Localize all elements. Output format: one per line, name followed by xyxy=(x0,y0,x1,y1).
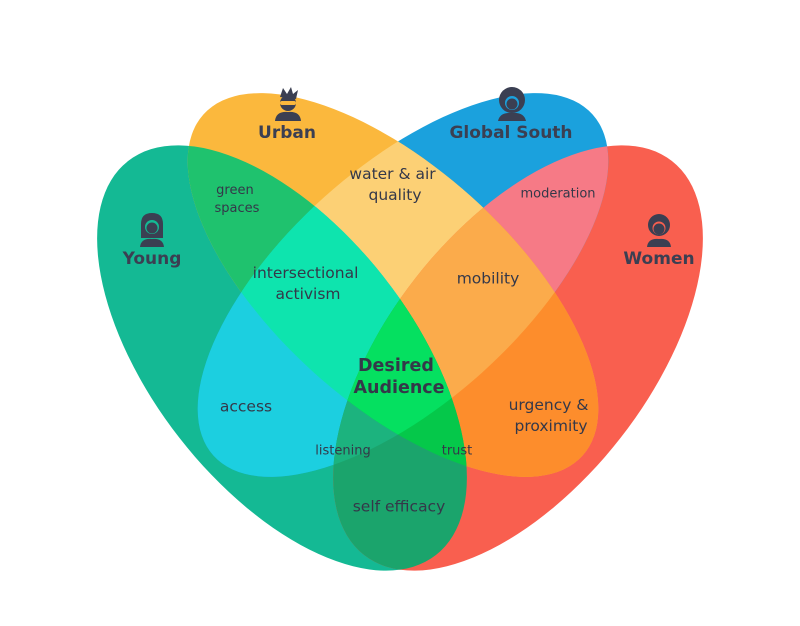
set-title-young: Young xyxy=(122,249,182,269)
region-label-green-spaces: green spaces xyxy=(215,183,260,216)
region-label-intersectional-activism: intersectional activism xyxy=(253,264,364,303)
region-label-desired-audience: Desired Audience xyxy=(353,356,444,398)
set-title-women: Women xyxy=(623,249,694,269)
young-woman-icon xyxy=(140,213,164,247)
curly-hair-person-icon xyxy=(498,87,526,121)
region-label-listening: listening xyxy=(315,444,370,459)
region-label-moderation: moderation xyxy=(520,187,595,202)
set-title-global-south: Global South xyxy=(449,123,572,143)
woman-icon xyxy=(647,214,671,247)
urban-person-icon xyxy=(275,87,301,121)
region-label-access: access xyxy=(220,398,272,416)
region-label-trust: trust xyxy=(442,444,473,459)
set-title-urban: Urban xyxy=(258,123,316,143)
region-label-mobility: mobility xyxy=(457,270,520,288)
region-label-urgency-proximity: urgency & proximity xyxy=(509,396,594,435)
region-label-water-air-quality: water & air quality xyxy=(349,165,440,204)
region-label-self-efficacy: self efficacy xyxy=(353,498,446,516)
